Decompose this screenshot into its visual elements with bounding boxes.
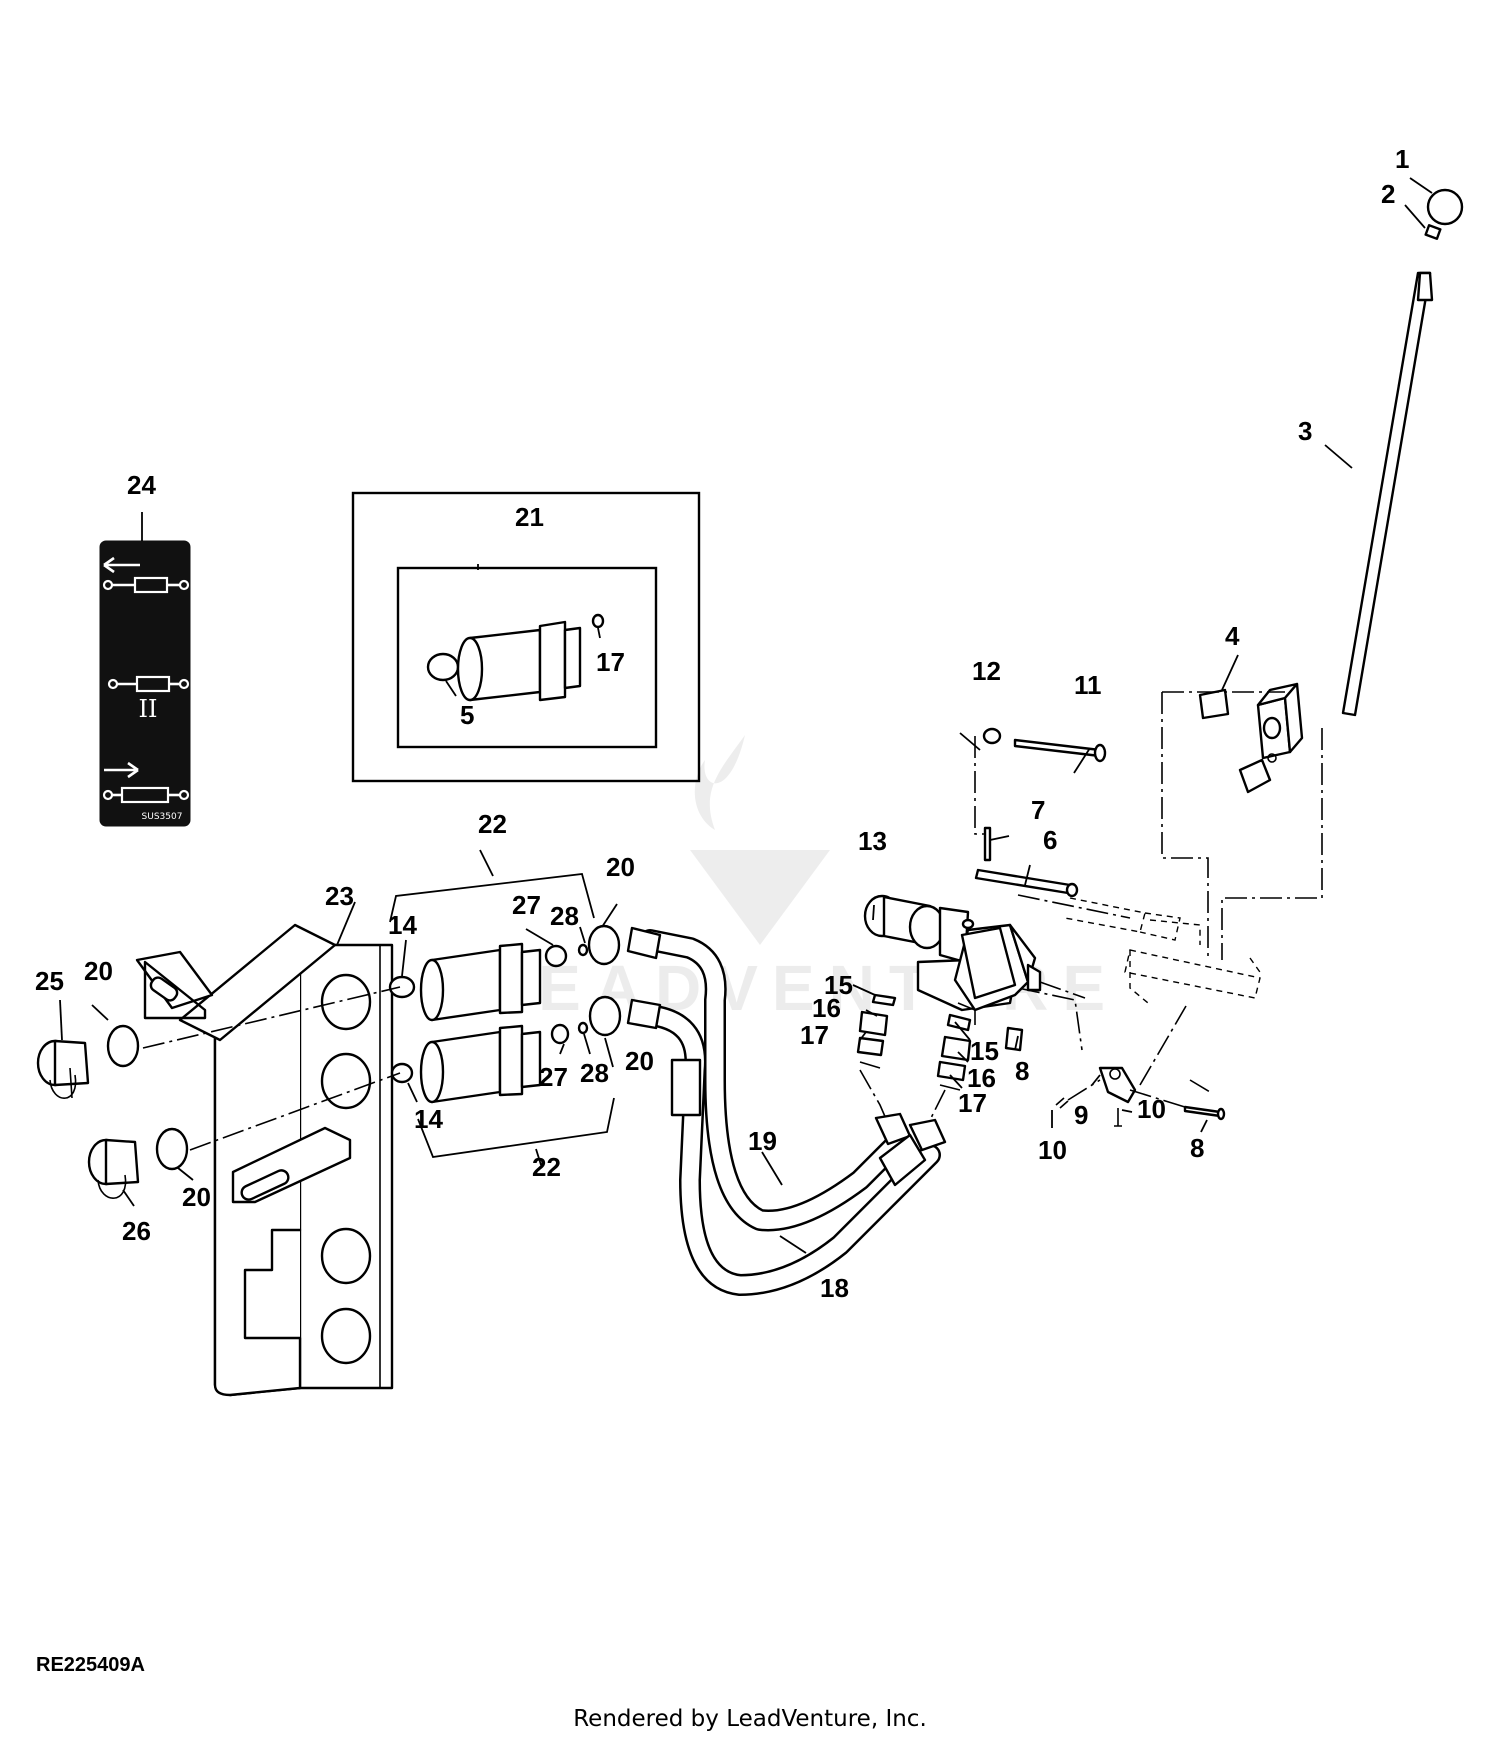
callout-14a: 14 [388, 910, 417, 940]
callout-11: 11 [1074, 670, 1102, 700]
fittings-right [936, 1013, 972, 1091]
callout-8a: 8 [1015, 1056, 1029, 1086]
rendered-by-footer: Rendered by LeadVenture, Inc. [573, 1706, 927, 1732]
callout-2: 2 [1381, 179, 1395, 209]
callout-5: 5 [460, 700, 474, 730]
callout-6: 6 [1043, 825, 1057, 855]
callout-9: 9 [1074, 1100, 1088, 1130]
fittings-left [856, 993, 897, 1069]
callout-27a: 27 [512, 890, 541, 920]
coupler-lower-22 [390, 995, 622, 1104]
control-valve-13 [863, 894, 1042, 1025]
callouts: 1 2 3 4 5 6 7 8 8 9 10 10 11 12 13 14 14… [35, 144, 1409, 1303]
callout-26: 26 [122, 1216, 151, 1246]
linkage-9 [1004, 1026, 1226, 1127]
callout-27b: 27 [539, 1062, 568, 1092]
callout-22b: 22 [532, 1152, 561, 1182]
dust-cap-26 [87, 1127, 189, 1199]
callout-18: 18 [820, 1273, 849, 1303]
callout-15a: 15 [824, 970, 853, 1000]
callout-25: 25 [35, 966, 64, 996]
callout-17b: 17 [800, 1020, 829, 1050]
callout-3: 3 [1298, 416, 1312, 446]
callout-1: 1 [1395, 144, 1409, 174]
kit-box-21 [351, 491, 701, 783]
callout-10b: 10 [1137, 1094, 1166, 1124]
callout-20a: 20 [606, 852, 635, 882]
callout-15b: 15 [970, 1036, 999, 1066]
dust-cap-25 [36, 1024, 140, 1099]
callout-24: 24 [127, 470, 156, 500]
decal-panel-24: II SUS3507 [99, 540, 191, 827]
callout-17a: 17 [596, 647, 625, 677]
callout-20d: 20 [182, 1182, 211, 1212]
leader-lines [59, 177, 1433, 1254]
decal-middle-mark: II [139, 695, 158, 723]
callout-28b: 28 [580, 1058, 609, 1088]
rod-pin-group [974, 727, 1181, 941]
callout-22a: 22 [478, 809, 507, 839]
callout-4: 4 [1225, 621, 1240, 651]
callout-7: 7 [1031, 795, 1045, 825]
callout-14b: 14 [414, 1104, 443, 1134]
callout-20c: 20 [625, 1046, 654, 1076]
callout-12: 12 [972, 656, 1001, 686]
hose-18-19 [626, 926, 947, 1296]
callout-10a: 10 [1038, 1135, 1067, 1165]
callout-28a: 28 [550, 901, 579, 931]
mounting-bracket-23 [135, 923, 394, 1397]
control-lever-3 [1198, 188, 1464, 794]
callout-19: 19 [748, 1126, 777, 1156]
callout-16b: 16 [967, 1063, 996, 1093]
callout-23: 23 [325, 881, 354, 911]
coupler-upper-22 [388, 924, 621, 1022]
phantom-bracket [1124, 919, 1263, 1004]
callout-16a: 16 [812, 993, 841, 1023]
callout-17c: 17 [958, 1088, 987, 1118]
callout-13: 13 [858, 826, 887, 856]
callout-21: 21 [515, 502, 544, 532]
callout-8b: 8 [1190, 1133, 1204, 1163]
decal-code: SUS3507 [142, 812, 183, 822]
diagram-reference-code: RE225409A [36, 1654, 145, 1676]
callout-20b: 20 [84, 956, 113, 986]
